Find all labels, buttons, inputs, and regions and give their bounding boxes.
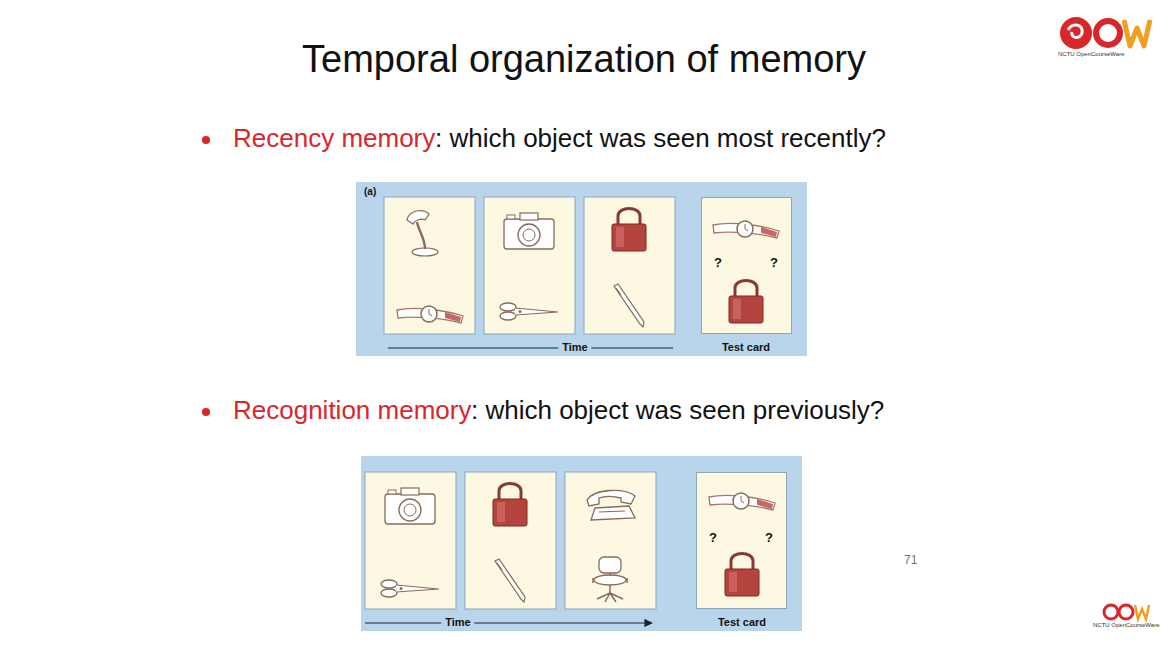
- panel-label: Time: [441, 616, 474, 628]
- page-number: 71: [904, 554, 917, 568]
- term: Recognition memory: [233, 396, 471, 426]
- definition: : which object was seen previously?: [471, 396, 884, 426]
- ocw-logo: [1104, 605, 1149, 619]
- question-mark: ?: [714, 256, 722, 270]
- time-axis: [388, 347, 673, 348]
- ocw-logo: [1060, 17, 1150, 49]
- question-mark: ?: [765, 531, 773, 545]
- logo-text: NCTU OpenCourseWare: [1058, 51, 1124, 58]
- slide-title: Temporal organization of memory: [302, 38, 866, 81]
- panel-label: Test card: [718, 616, 766, 628]
- term: Recency memory: [233, 124, 435, 154]
- stimulus-cards: [365, 197, 675, 609]
- definition: : which object was seen most recently?: [435, 124, 886, 154]
- panel-label: Time: [558, 341, 591, 353]
- panel-label: Test card: [722, 341, 770, 353]
- bullet: [202, 136, 210, 144]
- panel-label: (a): [364, 186, 376, 197]
- object-drawings: [381, 209, 779, 603]
- question-mark: ?: [709, 531, 717, 545]
- logo-text: NCTU OpenCourseWare: [1093, 622, 1159, 629]
- bullet: [202, 408, 210, 416]
- time-arrow: [365, 622, 652, 623]
- question-mark: ?: [770, 256, 778, 270]
